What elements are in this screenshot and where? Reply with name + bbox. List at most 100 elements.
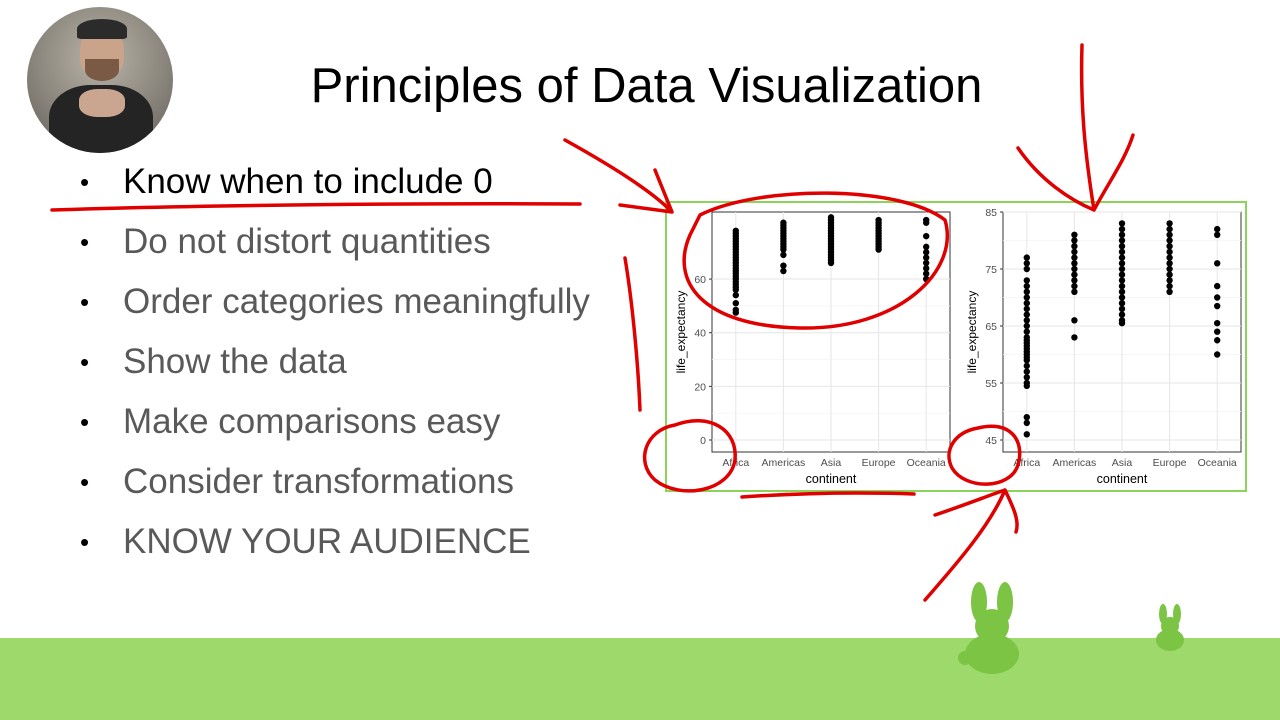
y-tick-label: 40 xyxy=(694,328,706,340)
data-point xyxy=(1166,265,1173,273)
data-point xyxy=(1023,431,1030,438)
data-point xyxy=(1071,248,1078,256)
data-point xyxy=(1166,220,1173,227)
data-point xyxy=(1166,277,1173,284)
data-point xyxy=(1071,277,1078,284)
slide-title: Principles of Data Visualization xyxy=(310,59,983,113)
presenter-hands xyxy=(79,89,125,117)
data-point xyxy=(923,232,930,240)
presenter-cap xyxy=(77,19,127,39)
data-point xyxy=(1023,260,1030,267)
data-point xyxy=(1071,317,1078,324)
x-tick-label: Oceania xyxy=(1198,457,1237,469)
data-point xyxy=(1023,317,1030,324)
data-point xyxy=(1166,288,1173,295)
data-point xyxy=(732,300,739,307)
data-point xyxy=(827,214,835,221)
y-tick-label: 20 xyxy=(694,381,706,393)
x-tick-label: Asia xyxy=(1112,457,1133,469)
data-point xyxy=(1023,282,1030,290)
data-point xyxy=(1023,379,1030,387)
data-point xyxy=(1118,277,1126,284)
data-point xyxy=(923,216,930,224)
y-tick-label: 55 xyxy=(985,378,997,390)
data-point xyxy=(1023,265,1030,273)
y-axis-label: life_expectancy xyxy=(674,291,688,374)
data-point xyxy=(1023,414,1030,421)
data-point xyxy=(1214,282,1221,290)
bullet-list: Know when to include 0 Do not distort qu… xyxy=(80,152,590,572)
bullet-item: Know when to include 0 xyxy=(80,152,590,212)
data-point xyxy=(1118,300,1126,307)
x-tick-label: Americas xyxy=(1053,457,1097,469)
x-axis-label: continent xyxy=(806,472,857,486)
data-point xyxy=(1071,260,1078,267)
y-tick-label: 65 xyxy=(985,321,997,333)
data-point xyxy=(1071,265,1078,273)
data-point xyxy=(1118,243,1126,250)
vertical-line-annotation xyxy=(623,256,642,412)
bullet-item: Consider transformations xyxy=(80,452,590,512)
presenter-beard xyxy=(85,59,119,81)
data-point xyxy=(1023,368,1030,375)
data-point xyxy=(1118,282,1126,290)
data-point xyxy=(1023,311,1030,318)
data-point xyxy=(1166,237,1173,244)
data-point xyxy=(1166,271,1173,278)
data-point xyxy=(1118,237,1126,244)
data-point xyxy=(1214,319,1221,327)
data-point xyxy=(1166,254,1173,261)
data-point xyxy=(1166,282,1173,290)
bullet-item: Do not distort quantities xyxy=(80,212,590,272)
data-point xyxy=(780,262,787,269)
data-point xyxy=(875,216,882,224)
data-point xyxy=(1023,322,1030,330)
data-point xyxy=(1166,225,1173,233)
data-point xyxy=(1118,220,1126,227)
data-point xyxy=(1118,294,1126,301)
data-point xyxy=(1023,328,1030,335)
bullet-item: KNOW YOUR AUDIENCE xyxy=(80,512,590,572)
data-point xyxy=(1118,231,1126,238)
data-point xyxy=(1071,271,1078,278)
data-point xyxy=(1023,254,1030,261)
data-point xyxy=(1071,237,1078,244)
data-point xyxy=(1214,225,1221,233)
data-point xyxy=(1071,334,1078,341)
y-tick-label: 45 xyxy=(985,435,997,447)
bullet-item: Show the data xyxy=(80,332,590,392)
data-point xyxy=(1214,231,1221,238)
presenter-webcam xyxy=(27,7,173,153)
x-tick-label: Africa xyxy=(722,457,749,469)
y-axis-label: life_expectancy xyxy=(965,291,979,374)
data-point xyxy=(1214,328,1221,335)
data-point xyxy=(1071,282,1078,290)
data-point xyxy=(1118,288,1126,295)
data-point xyxy=(1071,243,1078,250)
data-point xyxy=(1023,305,1030,313)
x-tick-label: Oceania xyxy=(907,457,946,469)
bunny-large-icon xyxy=(958,582,1019,674)
data-point xyxy=(1118,260,1126,267)
data-point xyxy=(1023,300,1030,307)
data-point xyxy=(1118,225,1126,233)
data-point xyxy=(1118,265,1126,273)
data-point xyxy=(1023,294,1030,301)
x-tick-label: Americas xyxy=(762,457,806,469)
x-tick-label: Africa xyxy=(1013,457,1040,469)
data-point xyxy=(1071,288,1078,295)
data-point xyxy=(923,243,930,251)
data-point xyxy=(1023,362,1030,370)
data-point xyxy=(1118,317,1126,324)
y-tick-label: 75 xyxy=(985,264,997,276)
data-point xyxy=(1023,374,1030,381)
data-point xyxy=(1166,231,1173,238)
data-point xyxy=(780,219,787,226)
data-point xyxy=(1071,254,1078,261)
data-point xyxy=(1023,288,1030,295)
y-tick-label: 85 xyxy=(985,207,997,219)
data-point xyxy=(1166,260,1173,267)
data-point xyxy=(1071,231,1078,238)
